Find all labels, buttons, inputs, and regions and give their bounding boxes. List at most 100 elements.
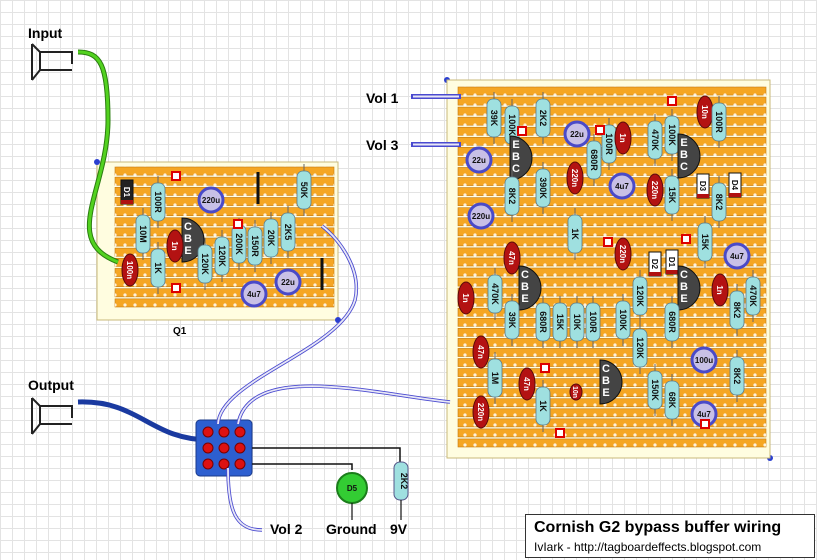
diode-d1: D1: [665, 249, 679, 275]
svg-text:100K: 100K: [618, 309, 628, 331]
svg-text:47n: 47n: [507, 251, 516, 265]
svg-text:100R: 100R: [714, 111, 724, 133]
res-120k: 120K: [632, 322, 648, 374]
transistor-ebc: EBC: [677, 133, 701, 179]
transistor-cbe: CBE: [518, 265, 542, 311]
svg-text:68K: 68K: [667, 392, 677, 409]
svg-text:120K: 120K: [217, 245, 227, 267]
cap-1n: 1n: [614, 121, 632, 155]
res-100r: 100R: [711, 96, 727, 148]
svg-text:39K: 39K: [507, 312, 517, 329]
res-8k2: 8K2: [729, 350, 745, 402]
ecap-4u7: 4u7: [608, 172, 636, 200]
svg-text:C: C: [680, 161, 688, 173]
res-680r: 680R: [664, 296, 680, 348]
svg-text:680R: 680R: [589, 149, 599, 171]
svg-text:1M: 1M: [490, 372, 500, 385]
res-150k: 150K: [647, 364, 663, 416]
svg-text:1K: 1K: [153, 262, 163, 274]
svg-text:220n: 220n: [570, 169, 579, 187]
transistor-cbe: CBE: [599, 359, 623, 405]
svg-text:10K: 10K: [572, 314, 582, 331]
svg-text:D1: D1: [667, 257, 676, 268]
svg-text:1n: 1n: [170, 241, 179, 250]
svg-text:B: B: [602, 375, 610, 387]
res-15k: 15K: [552, 296, 568, 348]
res-390k: 390K: [535, 162, 551, 214]
svg-text:100u: 100u: [695, 356, 713, 365]
vol3-label: Vol 3: [366, 137, 399, 153]
cap-100n: 100n: [121, 253, 139, 287]
ecap-22u: 22u: [274, 268, 302, 296]
res-50k: 50K: [296, 164, 312, 216]
diagram-title: Cornish G2 bypass buffer wiring: [534, 519, 782, 536]
vol2-label: Vol 2: [270, 521, 303, 537]
svg-text:22u: 22u: [570, 130, 584, 139]
svg-text:15K: 15K: [667, 187, 677, 204]
res-120k: 120K: [197, 238, 213, 290]
ground-label: Ground: [326, 521, 377, 537]
svg-text:D3: D3: [698, 181, 707, 192]
res-2k2: 2K2: [535, 92, 551, 144]
ecap-4u7: 4u7: [723, 242, 751, 270]
cap-10n: 10n: [696, 95, 714, 129]
svg-text:B: B: [521, 281, 529, 293]
res-470k: 470K: [487, 268, 503, 320]
output-label: Output: [28, 377, 74, 393]
cap-10n: 10n: [569, 383, 583, 401]
svg-text:50K: 50K: [299, 182, 309, 199]
res-100k: 100K: [615, 294, 631, 346]
svg-text:39K: 39K: [489, 110, 499, 127]
svg-text:15K: 15K: [700, 234, 710, 251]
ecap-220u: 220u: [197, 186, 225, 214]
svg-text:8K2: 8K2: [714, 194, 724, 211]
ecap-220u: 220u: [467, 202, 495, 230]
footswitch-3pdt: [195, 419, 253, 477]
svg-text:1n: 1n: [618, 133, 627, 142]
svg-text:B: B: [680, 149, 688, 161]
vol1-wire: [411, 94, 461, 99]
svg-text:680R: 680R: [667, 311, 677, 333]
res-20k: 20K: [263, 212, 279, 264]
svg-text:E: E: [680, 137, 687, 149]
res-15k: 15K: [697, 216, 713, 268]
svg-text:4u7: 4u7: [615, 182, 629, 191]
res-1k: 1K: [567, 208, 583, 260]
output-wire: [77, 399, 211, 443]
svg-text:1n: 1n: [715, 285, 724, 294]
svg-text:120K: 120K: [635, 337, 645, 359]
res-39k: 39K: [486, 92, 502, 144]
svg-text:150R: 150R: [250, 235, 260, 257]
diode-d2: D2: [648, 251, 662, 277]
res-100r: 100R: [585, 296, 601, 348]
svg-text:1K: 1K: [538, 400, 548, 412]
cap-47n: 47n: [472, 335, 490, 369]
svg-text:D2: D2: [650, 259, 659, 270]
ground-wire: [252, 447, 401, 462]
led-d5: D5: [336, 472, 368, 520]
svg-text:C: C: [512, 163, 520, 175]
svg-text:100R: 100R: [153, 191, 163, 213]
svg-text:100R: 100R: [604, 133, 614, 155]
svg-text:120K: 120K: [635, 285, 645, 307]
title-box: Cornish G2 bypass buffer wiring IvIark -…: [525, 514, 815, 558]
svg-text:680R: 680R: [538, 311, 548, 333]
ecap-4u7: 4u7: [240, 280, 268, 308]
credit-line: IvIark - http://tagboardeffects.blogspot…: [534, 540, 762, 554]
vol1-label: Vol 1: [366, 90, 399, 106]
led-label: D5: [347, 484, 358, 493]
res-8k2: 8K2: [711, 176, 727, 228]
svg-text:E: E: [521, 293, 528, 305]
diode-d1: D1: [120, 179, 134, 205]
svg-text:10n: 10n: [571, 386, 578, 398]
svg-text:22u: 22u: [472, 156, 486, 165]
svg-text:15K: 15K: [555, 314, 565, 331]
svg-text:8K2: 8K2: [507, 188, 517, 205]
svg-text:4u7: 4u7: [697, 410, 711, 419]
res-39k: 39K: [504, 294, 520, 346]
res-15k: 15K: [664, 169, 680, 221]
svg-text:470K: 470K: [748, 285, 758, 307]
diode-d4: D4: [728, 172, 742, 198]
res-1m: 1M: [487, 352, 503, 404]
svg-text:100K: 100K: [667, 124, 677, 146]
